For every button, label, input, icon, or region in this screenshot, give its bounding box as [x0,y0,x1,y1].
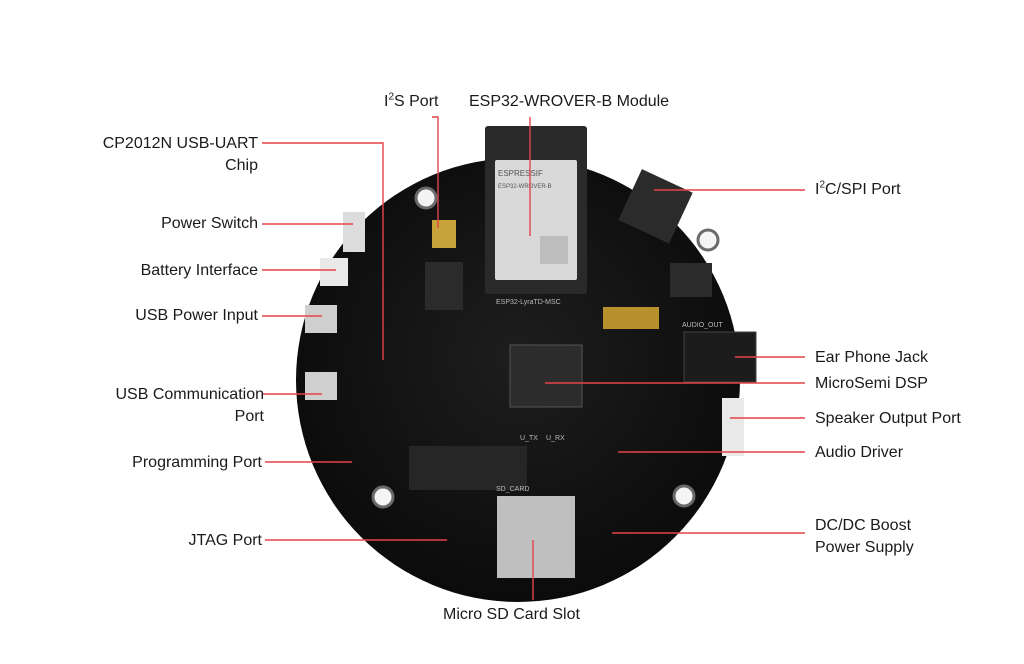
sd-card-text: SD_CARD [496,486,529,493]
module-model-text: ESP32-WROVER-B [498,184,552,190]
i2c-prefix: I [815,181,820,198]
battery-connector [320,258,348,286]
label-micro-sd: Micro SD Card Slot [443,606,580,623]
power-switch [343,212,365,252]
audio-out-text: AUDIO_OUT [682,322,724,329]
leader-cp2012n [262,142,384,360]
label-dcdc-line1: DC/DC Boost [815,517,912,534]
usb-power-port [305,305,337,333]
label-usb-comm-line2: Port [234,408,264,425]
i2s-prefix: I [384,93,389,110]
i2c-superscript: 2 [819,179,826,191]
label-cp2012n: CP2012N USB-UART Chip [60,133,258,177]
label-i2s-port: I2S Port [384,91,438,113]
label-esp32-module: ESP32-WROVER-B Module [469,93,670,110]
label-cp2012n-line2: Chip [225,157,258,174]
board-name-text: ESP32-LyraTD-MSC [496,299,561,306]
bottom-header [409,446,527,490]
gpio-header-top [425,262,463,310]
i2s-superscript: 2 [388,91,395,103]
leader-i2s [432,116,439,228]
label-programming-port: Programming Port [132,454,262,471]
label-usb-comm-line1: USB Communication [115,386,265,403]
label-dcdc-line2: Power Supply [815,539,914,556]
label-i2c-spi-port: I2C/SPI Port [815,179,901,201]
label-cp2012n-line1: CP2012N USB-UART [102,135,258,152]
esp32-module: ESPRESSIF ESP32-WROVER-B ESP32-LyraTD-MS… [485,126,587,306]
label-power-switch: Power Switch [161,215,258,232]
label-microsemi-dsp: MicroSemi DSP [815,375,928,392]
i2c-spi-header [618,169,693,244]
label-usb-power-input: USB Power Input [135,307,258,324]
label-usb-communication: USB Communication Port [60,384,265,428]
right-header [670,263,712,297]
dsp-chip [509,344,583,408]
i2s-suffix: S Port [394,93,439,110]
i2s-header [432,220,456,248]
usb-comm-port [305,372,337,400]
leader-lines [262,116,805,600]
label-ear-phone-jack: Ear Phone Jack [815,349,928,366]
i2c-suffix: C/SPI Port [825,181,901,198]
u-tx-text: U_TX [520,435,538,442]
label-speaker-output: Speaker Output Port [815,410,961,427]
sd-card-slot [497,496,575,578]
label-battery-interface: Battery Interface [140,262,258,279]
module-brand-text: ESPRESSIF [498,169,543,178]
u-rx-text: U_RX [546,435,565,442]
label-audio-driver: Audio Driver [815,444,904,461]
label-jtag-port: JTAG Port [188,532,263,549]
speaker-connector [722,398,744,456]
label-dcdc-boost: DC/DC Boost Power Supply [815,515,914,559]
gold-pads [603,307,659,329]
mounting-holes [371,186,720,509]
